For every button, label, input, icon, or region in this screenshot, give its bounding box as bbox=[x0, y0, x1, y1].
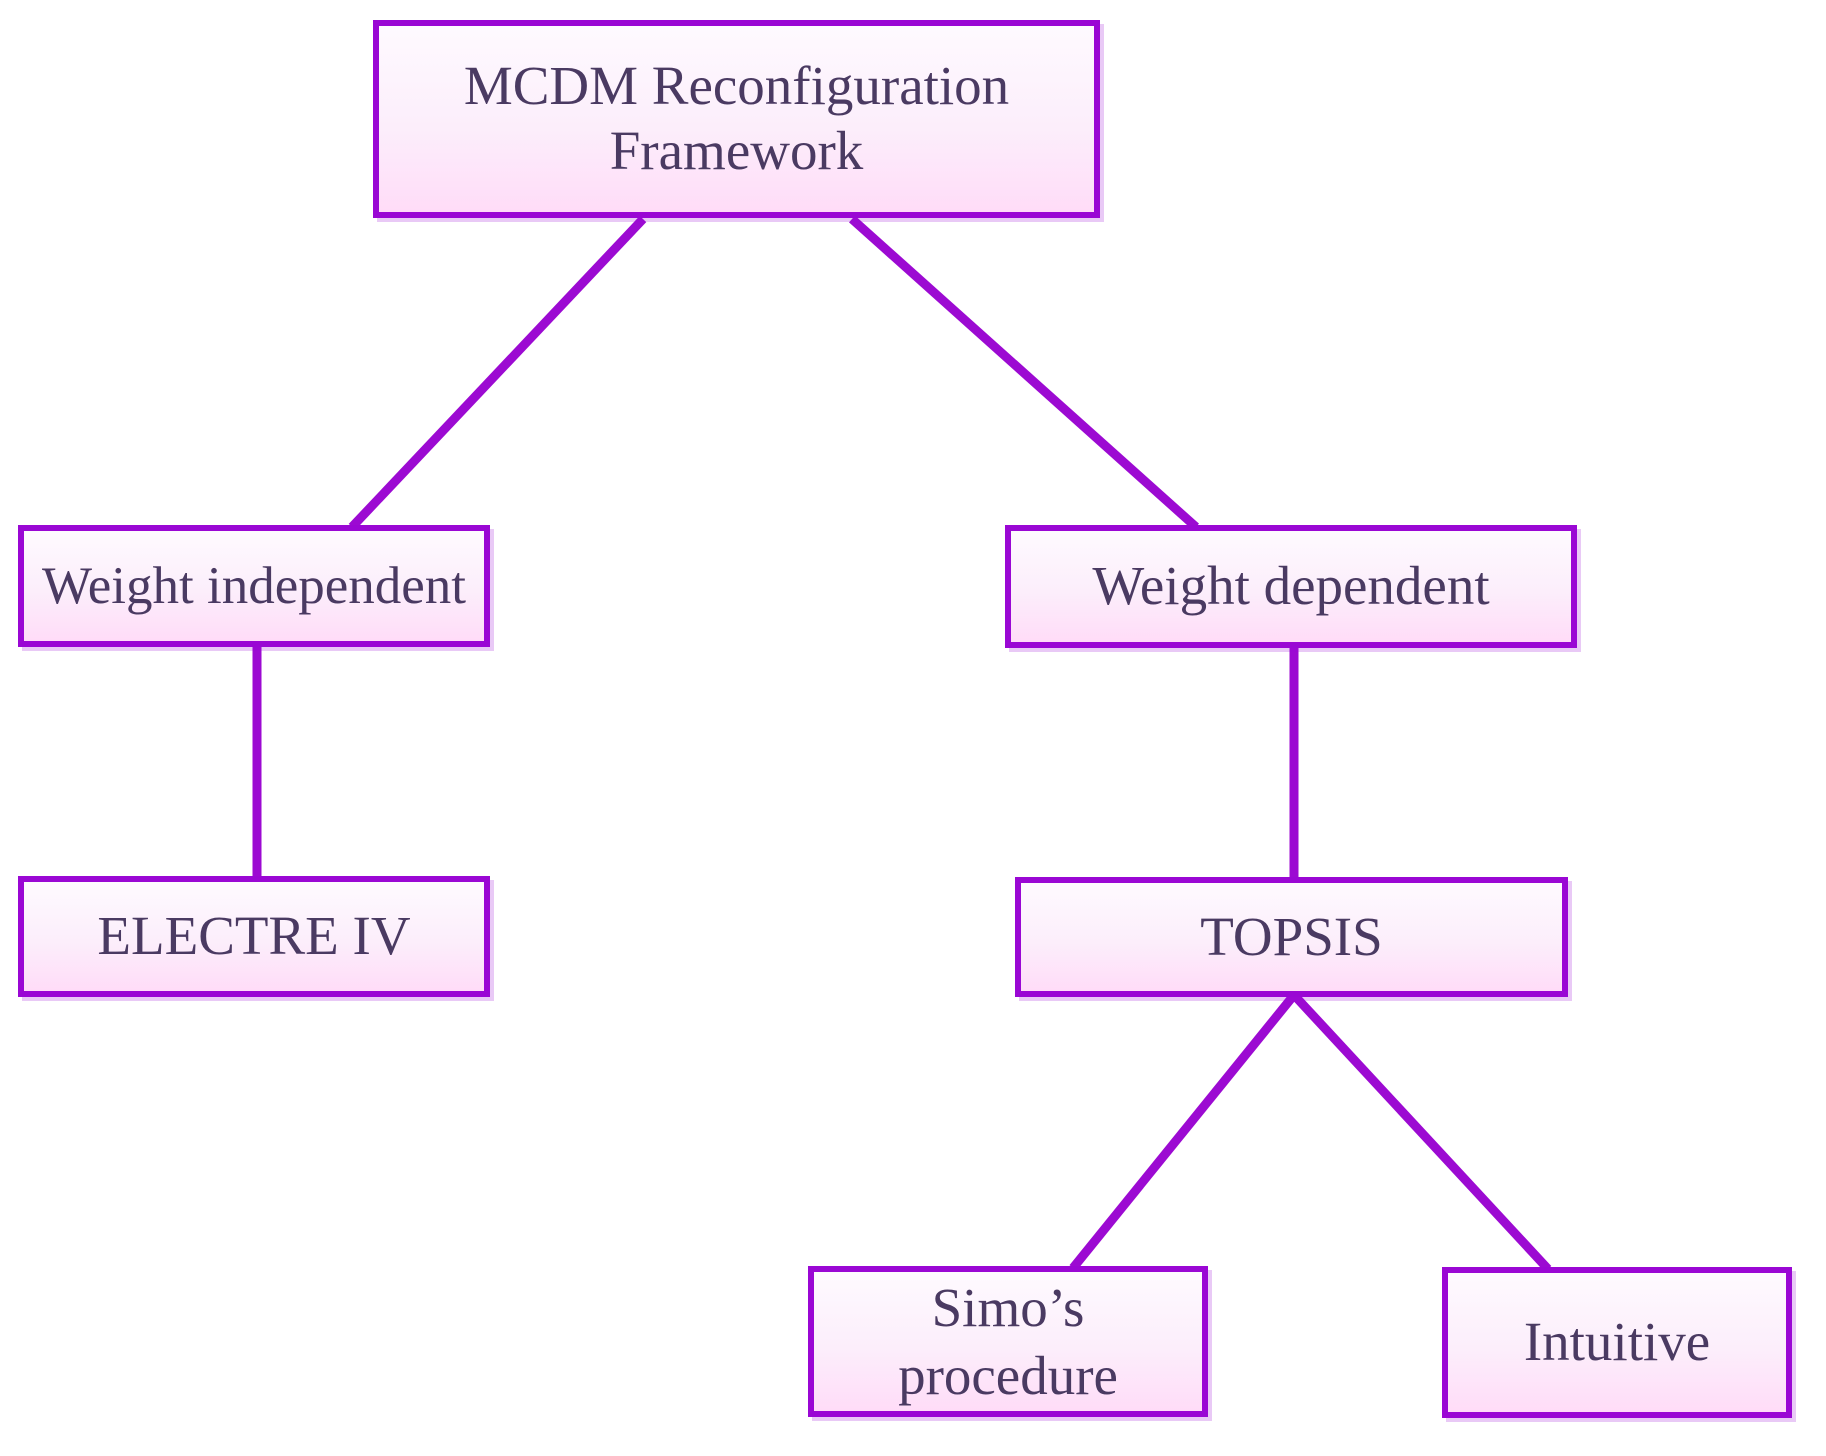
node-mcdm-reconfiguration-framework: MCDM Reconfiguration Framework bbox=[373, 20, 1100, 218]
node-label: ELECTRE IV bbox=[97, 905, 411, 967]
node-label: Simo’s procedure bbox=[898, 1277, 1118, 1406]
edge-root-weight-independent bbox=[348, 215, 647, 531]
node-label: MCDM Reconfiguration Framework bbox=[463, 55, 1010, 181]
node-weight-dependent: Weight dependent bbox=[1005, 525, 1577, 648]
node-topsis: TOPSIS bbox=[1015, 877, 1568, 997]
node-weight-independent: Weight independent bbox=[18, 525, 490, 647]
node-label: TOPSIS bbox=[1200, 905, 1383, 967]
edge-topsis-simos-procedure bbox=[1069, 992, 1298, 1271]
node-label: Weight independent bbox=[41, 556, 467, 615]
node-simos-procedure: Simo’s procedure bbox=[808, 1266, 1208, 1417]
edge-root-weight-dependent bbox=[848, 215, 1200, 531]
node-electre-iv: ELECTRE IV bbox=[18, 876, 490, 997]
node-label: Intuitive bbox=[1523, 1311, 1711, 1373]
node-label: Weight dependent bbox=[1092, 555, 1490, 617]
edge-topsis-intuitive bbox=[1290, 991, 1552, 1273]
node-intuitive: Intuitive bbox=[1442, 1267, 1792, 1418]
